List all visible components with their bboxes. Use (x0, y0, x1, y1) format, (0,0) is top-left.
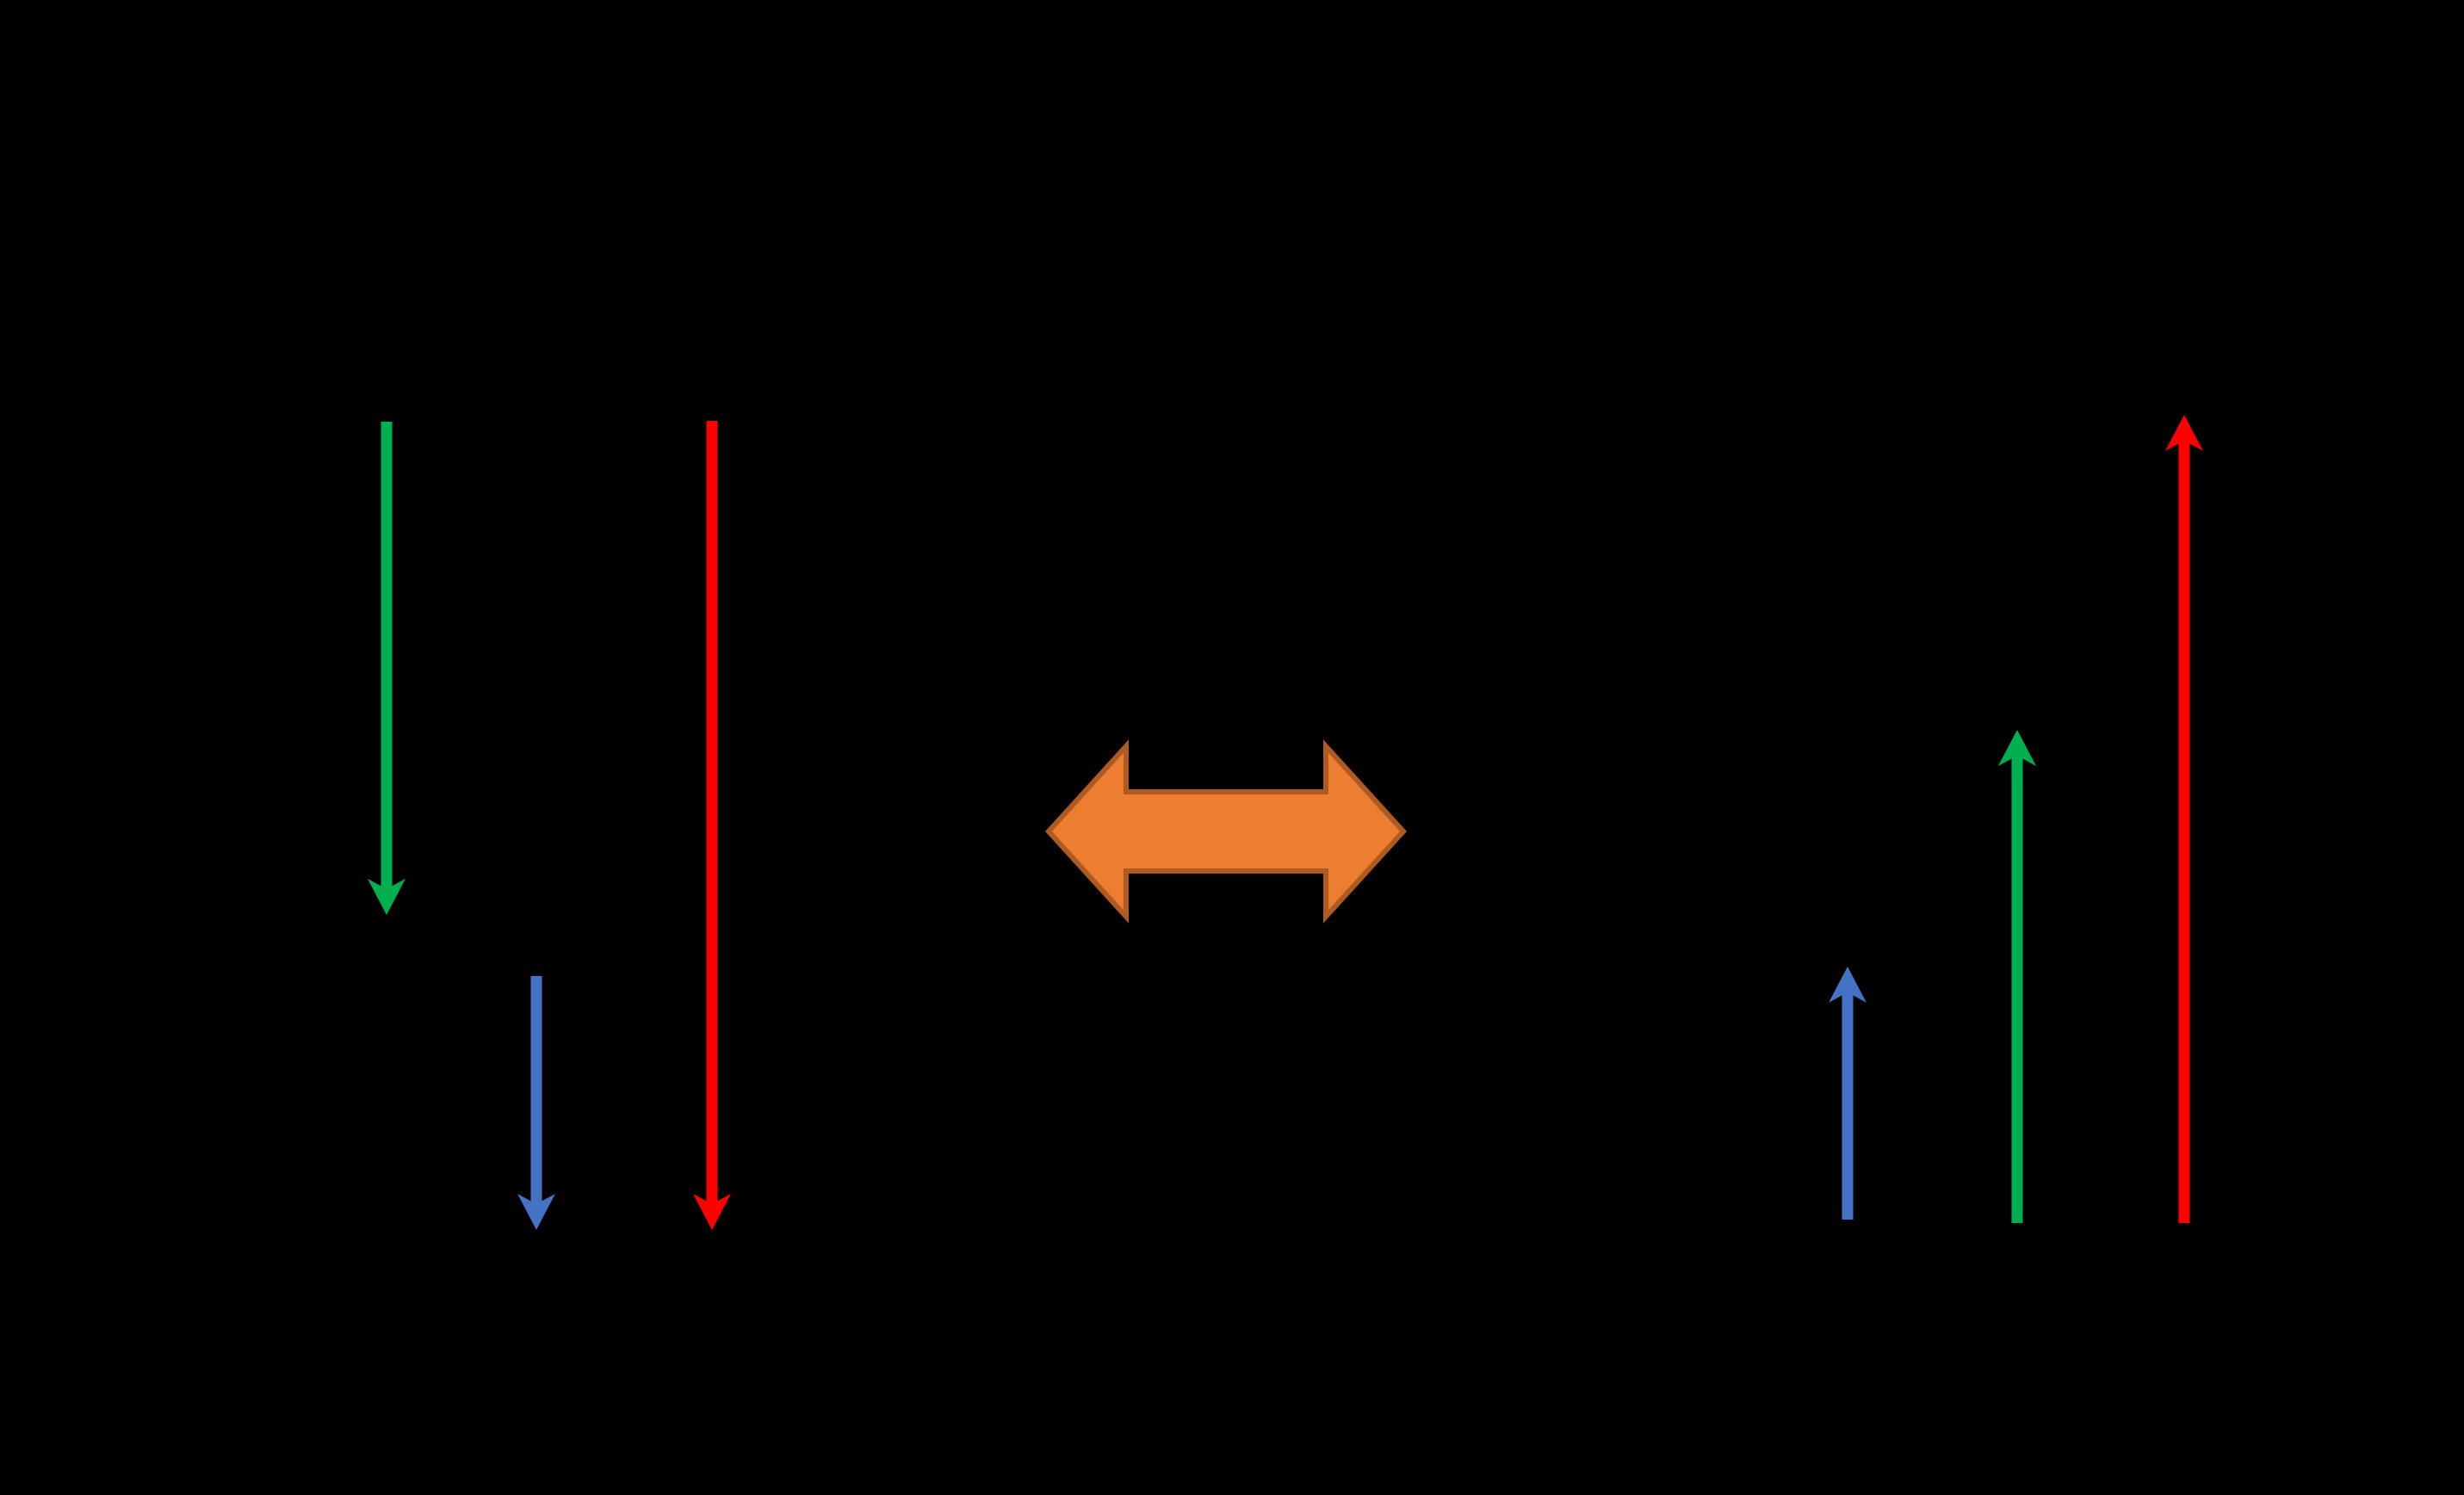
green-down-arrow (368, 422, 406, 915)
blue-up-arrow-head (1829, 967, 1867, 1003)
red-down-arrow (693, 421, 731, 1230)
blue-up-arrow (1829, 967, 1867, 1220)
red-down-arrow-shaft (706, 421, 718, 1204)
blue-down-arrow-head (517, 1194, 555, 1230)
blue-down-arrow-shaft (530, 976, 542, 1204)
red-up-arrow-head (2165, 415, 2203, 451)
red-up-arrow (2165, 415, 2203, 1223)
blue-up-arrow-shaft (1842, 992, 1854, 1220)
green-up-arrow-shaft (2011, 756, 2023, 1223)
green-up-arrow (1998, 730, 2036, 1223)
red-down-arrow-head (693, 1194, 731, 1230)
green-down-arrow-head (368, 879, 406, 915)
left-right-double-arrow (1044, 739, 1408, 924)
green-down-arrow-shaft (381, 422, 393, 889)
blue-down-arrow (517, 976, 555, 1230)
red-up-arrow-shaft (2178, 441, 2190, 1223)
green-up-arrow-head (1998, 730, 2036, 766)
